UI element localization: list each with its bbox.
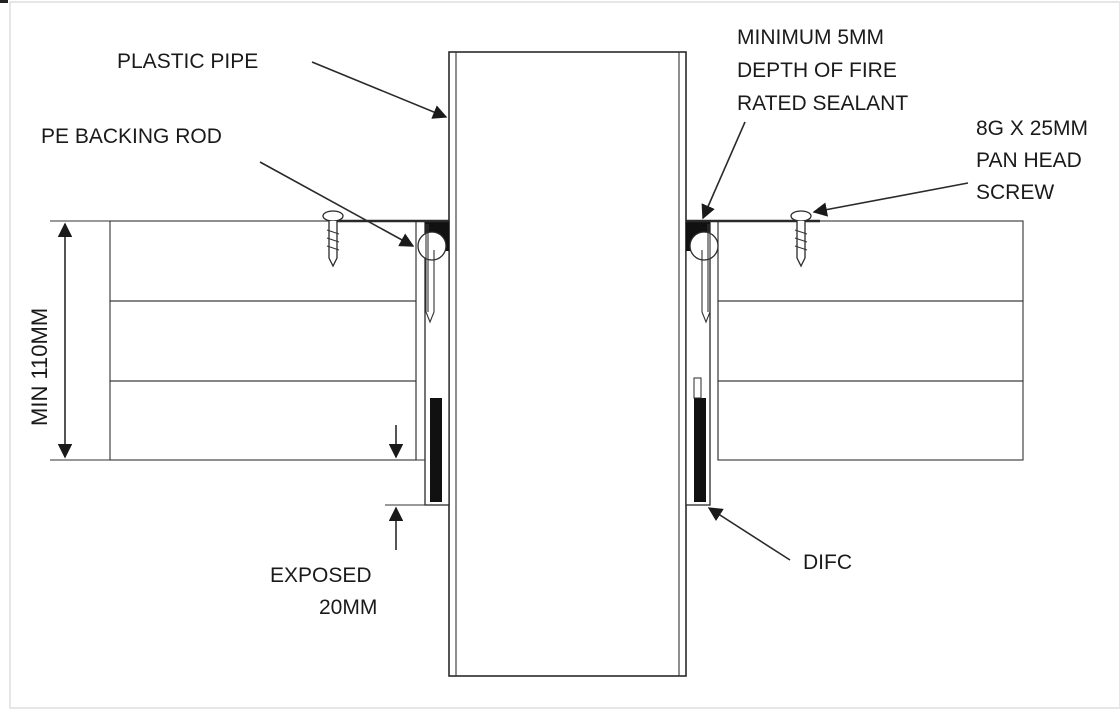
difc-label: DIFC — [803, 551, 852, 574]
backing-rod-leader — [259, 161, 415, 247]
exposed-label-line1: EXPOSED — [270, 564, 372, 587]
exposed-label-line2: 20MM — [319, 596, 377, 619]
screw-leader — [812, 182, 969, 217]
right-screw-icon — [790, 210, 812, 268]
corner-mark — [0, 0, 8, 3]
exposed-dimension: EXPOSED 20MM — [270, 425, 425, 619]
sealant-label-line3: RATED SEALANT — [737, 92, 908, 115]
thickness-dimension: MIN 110MM — [27, 220, 110, 461]
sealant-label-line1: MINIMUM 5MM — [737, 26, 884, 49]
left-wall — [109, 220, 417, 461]
screw-label-line2: PAN HEAD — [976, 149, 1082, 172]
plastic-pipe-leader — [311, 61, 448, 119]
left-screw-icon — [322, 210, 344, 268]
min-thickness-label: MIN 110MM — [27, 308, 52, 426]
frame-border — [9, 1, 1120, 709]
screw-label-line1: 8G X 25MM — [976, 117, 1088, 140]
right-wall — [717, 220, 1024, 461]
left-sleeve — [417, 220, 450, 506]
plastic-pipe — [448, 51, 687, 677]
difc-leader — [707, 507, 791, 561]
sealant-label-line2: DEPTH OF FIRE — [737, 59, 897, 82]
pe-backing-rod-label: PE BACKING ROD — [41, 125, 222, 148]
screw-label-line3: SCREW — [976, 181, 1054, 204]
plastic-pipe-label: PLASTIC PIPE — [117, 50, 258, 73]
right-sleeve — [685, 220, 719, 506]
sealant-leader — [701, 121, 746, 220]
